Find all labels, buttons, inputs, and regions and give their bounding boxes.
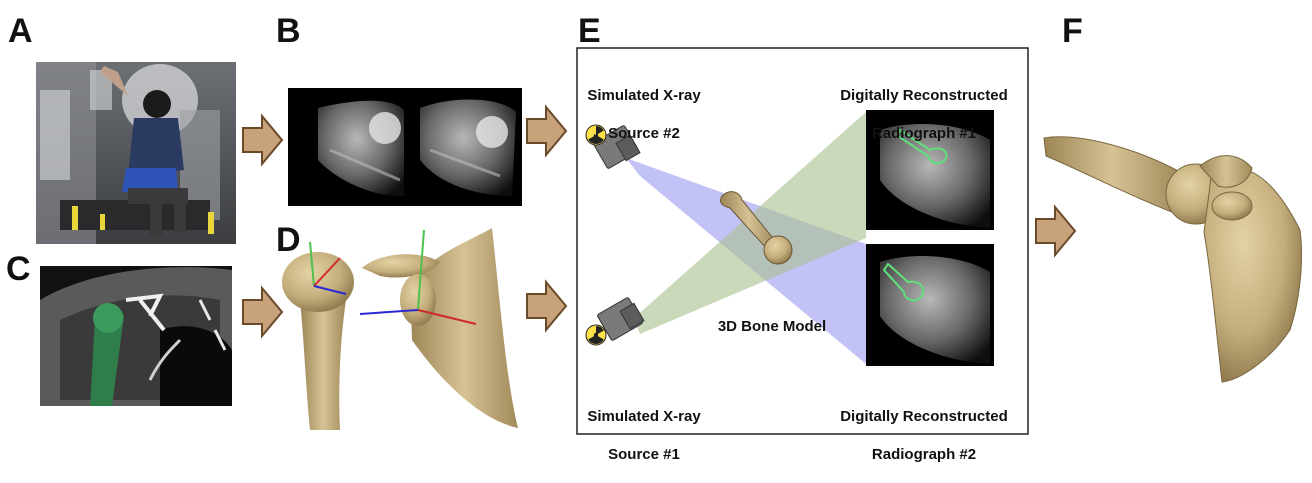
drr-2-label-line1: Digitally Reconstructed [818,407,1030,426]
drr-2-label: Digitally Reconstructed Radiograph #2 [818,388,1030,483]
source-1-label-line1: Simulated X-ray [580,407,708,426]
drr-1-label-line1: Digitally Reconstructed [818,86,1030,105]
arrow-c-to-d [243,288,282,336]
source-2-label-line1: Simulated X-ray [580,86,708,105]
radiation-icon [586,325,606,345]
panel-b-xrays [288,88,522,206]
source-2-label: Simulated X-ray Source #2 [580,67,708,162]
arrow-e-to-f [1036,207,1075,255]
source-2-label-line2: Source #2 [580,124,708,143]
source-1-label-line2: Source #1 [580,445,708,464]
panel-a-photo [36,62,236,244]
arrow-a-to-b [243,116,282,164]
drr-image-2 [866,244,994,366]
drr-1-label-line2: Radiograph #1 [818,124,1030,143]
panel-c-ct-slice [40,266,232,406]
drr-2-label-line2: Radiograph #2 [818,445,1030,464]
bone-model-label: 3D Bone Model [702,317,842,336]
panel-f-bone-model [1044,137,1302,382]
arrow-b-to-e [527,107,566,155]
arrow-d-to-e [527,282,566,330]
figure-canvas [0,0,1312,439]
panel-d-bone-models [282,228,518,430]
drr-1-label: Digitally Reconstructed Radiograph #1 [818,67,1030,162]
source-1-label: Simulated X-ray Source #1 [580,388,708,483]
